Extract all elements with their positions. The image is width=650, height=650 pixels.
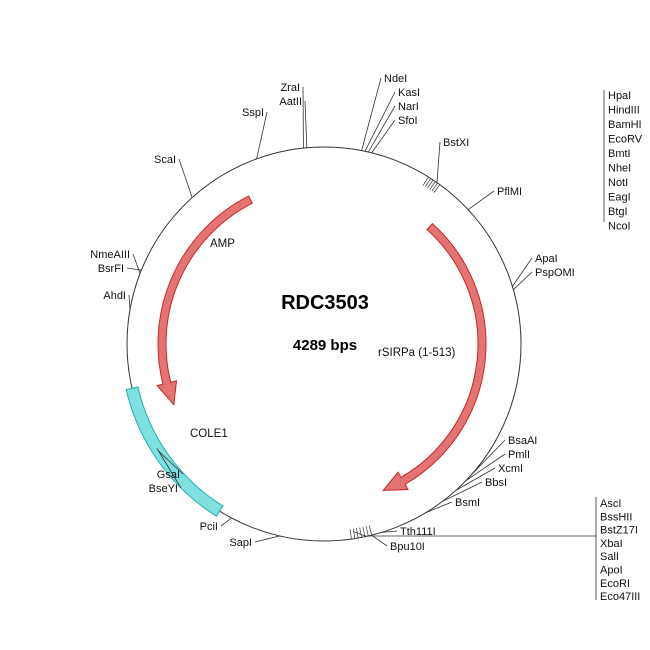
site-tick [132,253,141,274]
site-bstxi[interactable]: BstXI [443,137,469,149]
site-tick [220,517,232,527]
site-zrai[interactable]: ZraI [280,82,300,94]
site-hpai[interactable]: HpaI [608,90,631,102]
site-tick [512,257,533,287]
cole1-label: COLE1 [190,428,228,440]
site-tick [126,267,142,271]
plasmid-name: RDC3503 [281,292,369,314]
site-tth111i[interactable]: Tth111I [400,526,436,538]
cole1-region[interactable] [125,386,224,517]
site-eco47iii[interactable]: Eco47III [600,591,640,603]
site-pcii[interactable]: PciI [200,521,218,533]
site-ndei[interactable]: NdeI [384,73,407,85]
site-tick [381,530,398,533]
site-bbsi[interactable]: BbsI [485,477,507,489]
site-tick [371,534,388,547]
site-tick [371,119,396,154]
site-tick [455,467,496,491]
site-bsshii[interactable]: BssHII [600,511,632,523]
site-ecorv[interactable]: EcoRV [608,134,643,146]
site-tick [513,271,533,290]
site-xcmi[interactable]: XcmI [498,463,523,475]
site-ecori[interactable]: EcoRI [600,578,630,590]
site-nmeaiii[interactable]: NmeAIII [90,249,130,261]
site-tick [465,453,506,482]
site-bamhi[interactable]: BamHI [608,119,642,131]
site-tick [364,91,396,152]
site-noti[interactable]: NotI [608,177,628,189]
site-apoi[interactable]: ApoI [600,565,623,577]
site-tick [178,158,193,198]
site-kasi[interactable]: KasI [398,87,420,99]
site-scai[interactable]: ScaI [154,154,176,166]
site-bpu10i[interactable]: Bpu10I [390,541,425,553]
site-eagi[interactable]: EagI [608,192,631,204]
site-tick [254,535,280,543]
site-apai[interactable]: ApaI [535,253,558,265]
site-btgi[interactable]: BtgI [608,206,628,218]
site-ahdi[interactable]: AhdI [103,290,126,302]
site-tick [367,105,396,153]
site-nhei[interactable]: NheI [608,163,631,175]
site-hindiii[interactable]: HindIII [608,105,640,117]
site-tick [467,190,495,210]
site-bsmi[interactable]: BsmI [455,497,480,509]
amp-label: AMP [210,238,235,250]
site-gsai[interactable]: GsaI [157,469,180,481]
site-bmti[interactable]: BmtI [608,148,631,160]
site-aatii[interactable]: AatII [279,96,302,108]
site-tick [128,294,131,310]
site-sfoi[interactable]: SfoI [398,115,418,127]
site-asci[interactable]: AscI [600,498,621,510]
site-tick [425,501,453,514]
site-tick [158,451,184,475]
site-tick [436,141,441,183]
site-tick [470,439,506,477]
site-xbai[interactable]: XbaI [600,538,623,550]
site-nari[interactable]: NarI [398,101,419,113]
site-tick [256,111,268,159]
site-sspi[interactable]: SspI [242,107,264,119]
site-pflmi[interactable]: PflMI [497,186,522,198]
site-tick [304,100,308,148]
site-tick [156,448,182,489]
site-bsrfi[interactable]: BsrFI [98,263,124,275]
site-bstz17i[interactable]: BstZ17I [600,525,638,537]
site-ncoi[interactable]: NcoI [608,221,631,233]
site-bsaai[interactable]: BsaAI [508,435,537,447]
site-pspomi[interactable]: PspOMI [535,267,575,279]
plasmid-length: 4289 bps [293,337,357,354]
amp-arrow[interactable] [156,195,253,406]
site-sali[interactable]: SalI [600,551,619,563]
site-pmli[interactable]: PmlI [508,449,530,461]
site-sapi[interactable]: SapI [229,537,252,549]
rsirpa-label: rSIRPa (1-513) [378,347,456,359]
rsirpa-arrow[interactable] [382,222,487,492]
site-bseyi[interactable]: BseYI [149,483,178,495]
site-tick [442,481,483,502]
backbone-circle [126,146,522,542]
site-tick [361,77,382,151]
